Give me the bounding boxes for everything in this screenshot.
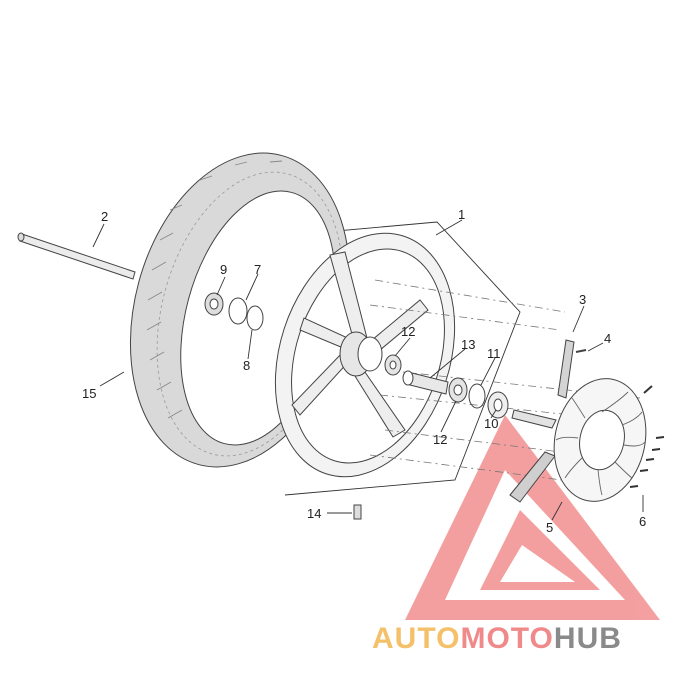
rim xyxy=(274,232,456,478)
callout-8: 8 xyxy=(243,358,250,373)
svg-text:AUTOMOTOHUB: AUTOMOTOHUB xyxy=(372,622,622,655)
screw-part-4 xyxy=(575,349,587,353)
assembly-outline xyxy=(257,221,521,496)
watermark-triangle xyxy=(405,415,660,620)
callout-6: 6 xyxy=(639,514,646,529)
bracket-part-3 xyxy=(557,339,575,399)
callout-12-lower: 12 xyxy=(433,432,447,447)
spacer-part-10 xyxy=(487,391,509,419)
callout-14: 14 xyxy=(307,506,321,521)
valve-part-14 xyxy=(353,504,362,520)
watermark-logo: AUTOMOTOHUB xyxy=(372,622,622,655)
callout-11: 11 xyxy=(487,346,501,361)
spacer-tube-part-13 xyxy=(402,370,449,395)
seal-part-7 xyxy=(228,297,248,325)
bracket-plate xyxy=(511,409,557,429)
spacer-part-8 xyxy=(246,305,264,331)
callout-1: 1 xyxy=(458,207,465,222)
nut-part-9 xyxy=(204,292,224,316)
brake-disc xyxy=(553,378,647,502)
callout-2: 2 xyxy=(101,209,108,224)
callout-10: 10 xyxy=(484,416,498,431)
callout-3: 3 xyxy=(579,292,586,307)
watermark-hub: HUB xyxy=(554,622,622,655)
axle xyxy=(17,232,136,280)
watermark-moto: MOTO xyxy=(460,622,553,655)
callout-15: 15 xyxy=(82,386,96,401)
seal-part-11 xyxy=(468,383,486,409)
bearing-part-12-right xyxy=(448,377,468,403)
disc-bolts-part-6 xyxy=(629,385,665,488)
callout-13: 13 xyxy=(461,337,475,352)
callout-12-upper: 12 xyxy=(401,324,415,339)
callout-labels: 1 2 3 4 5 6 7 8 9 10 11 12 12 13 14 15 xyxy=(82,207,646,535)
watermark-auto: AUTO xyxy=(372,622,460,655)
leader-lines xyxy=(92,219,644,521)
bearing-part-12-left xyxy=(384,354,402,376)
callout-5: 5 xyxy=(546,520,553,535)
callout-4: 4 xyxy=(604,331,611,346)
callout-7: 7 xyxy=(254,262,261,277)
callout-9: 9 xyxy=(220,262,227,277)
